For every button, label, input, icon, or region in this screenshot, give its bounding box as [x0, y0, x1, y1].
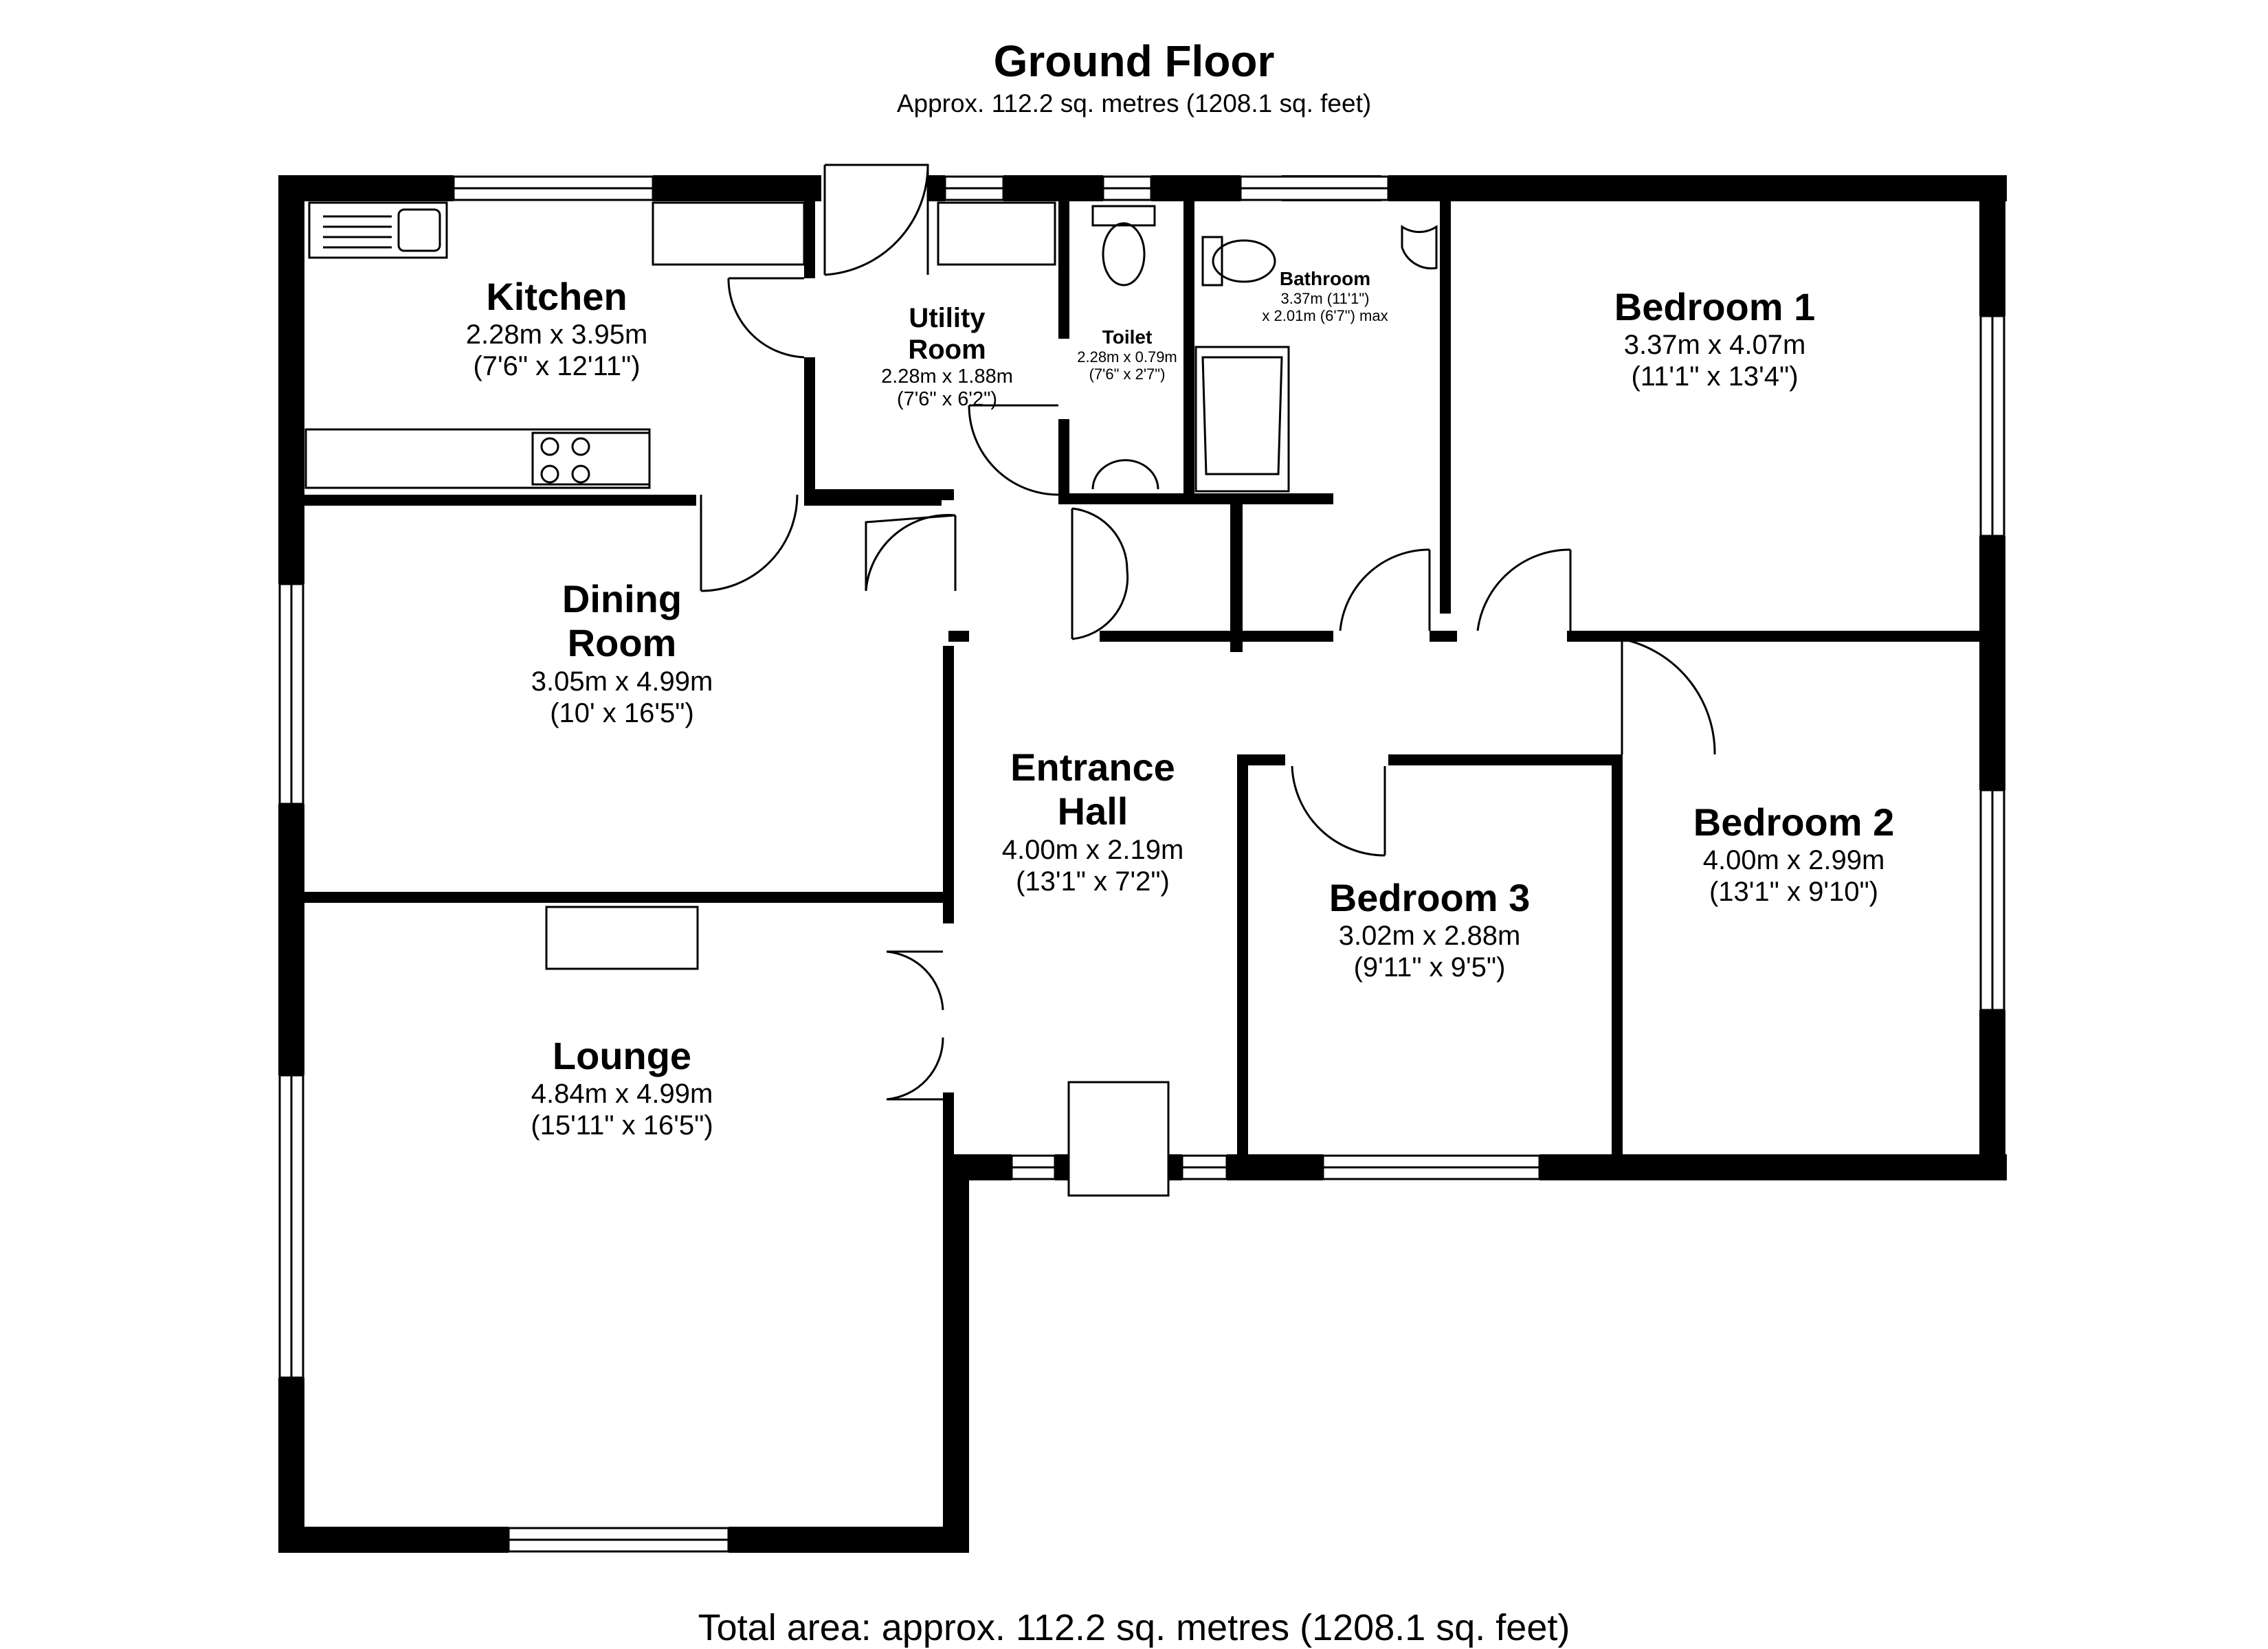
room-imperial: (7'6" x 6'2") — [896, 388, 998, 411]
room-imperial: (15'11" x 16'5") — [531, 1110, 713, 1141]
room-metric: 3.02m x 2.88m — [1338, 921, 1521, 952]
room-imperial: (9'11" x 9'5") — [1353, 952, 1506, 983]
room-imperial: (11'1" x 13'4") — [1631, 361, 1799, 392]
room-bedroom-2: Bedroom 2 4.00m x 2.99m (13'1" x 9'10") — [1693, 800, 1895, 908]
room-dining: Dining Room 3.05m x 4.99m (10' x 16'5") — [531, 577, 713, 729]
room-name: Bathroom — [1279, 268, 1371, 289]
room-bedroom-1: Bedroom 1 3.37m x 4.07m (11'1" x 13'4") — [1614, 285, 1816, 392]
room-metric: 3.37m (11'1") — [1280, 290, 1370, 308]
room-metric: 3.37m x 4.07m — [1623, 330, 1806, 361]
room-name: Lounge — [552, 1034, 692, 1077]
room-metric: 2.28m x 0.79m — [1077, 348, 1177, 366]
room-lounge: Lounge 4.84m x 4.99m (15'11" x 16'5") — [531, 1034, 713, 1141]
room-utility: Utility Room 2.28m x 1.88m (7'6" x 6'2") — [881, 302, 1013, 412]
room-imperial: (7'6" x 12'11") — [473, 351, 641, 382]
room-imperial: (13'1" x 7'2") — [1016, 866, 1170, 897]
room-name: Kitchen — [486, 275, 627, 318]
room-metric: 2.28m x 1.88m — [881, 366, 1013, 388]
room-name: Dining Room — [562, 577, 682, 665]
room-entrance-hall: Entrance Hall 4.00m x 2.19m (13'1" x 7'2… — [1002, 745, 1184, 897]
room-imperial: (7'6" x 2'7") — [1089, 366, 1166, 383]
room-metric: 3.05m x 4.99m — [531, 666, 713, 697]
room-imperial: (10' x 16'5") — [550, 697, 694, 728]
room-metric: 4.84m x 4.99m — [531, 1079, 713, 1110]
doors — [700, 164, 1716, 1197]
room-name: Bedroom 3 — [1328, 876, 1531, 919]
room-bathroom: Bathroom 3.37m (11'1") x 2.01m (6'7") ma… — [1262, 268, 1388, 325]
total-area: Total area: approx. 112.2 sq. metres (12… — [698, 1607, 1570, 1648]
room-metric: 2.28m x 3.95m — [465, 319, 648, 350]
room-name: Utility Room — [908, 303, 986, 365]
room-name: Entrance Hall — [1010, 745, 1175, 833]
room-imperial: x 2.01m (6'7") max — [1262, 307, 1388, 325]
room-metric: 4.00m x 2.99m — [1702, 845, 1885, 876]
room-toilet: Toilet 2.28m x 0.79m (7'6" x 2'7") — [1077, 326, 1177, 383]
room-metric: 4.00m x 2.19m — [1001, 834, 1184, 865]
room-kitchen: Kitchen 2.28m x 3.95m (7'6" x 12'11") — [466, 275, 648, 382]
floor-title: Ground Floor — [993, 36, 1275, 86]
room-name: Bedroom 2 — [1693, 800, 1895, 844]
room-name: Toilet — [1102, 326, 1153, 348]
room-name: Bedroom 1 — [1614, 285, 1816, 328]
windows — [278, 175, 2005, 1553]
room-imperial: (13'1" x 9'10") — [1709, 877, 1878, 908]
floor-area-subtitle: Approx. 112.2 sq. metres (1208.1 sq. fee… — [896, 89, 1372, 117]
room-bedroom-3: Bedroom 3 3.02m x 2.88m (9'11" x 9'5") — [1329, 876, 1531, 983]
fixtures — [304, 201, 1438, 970]
